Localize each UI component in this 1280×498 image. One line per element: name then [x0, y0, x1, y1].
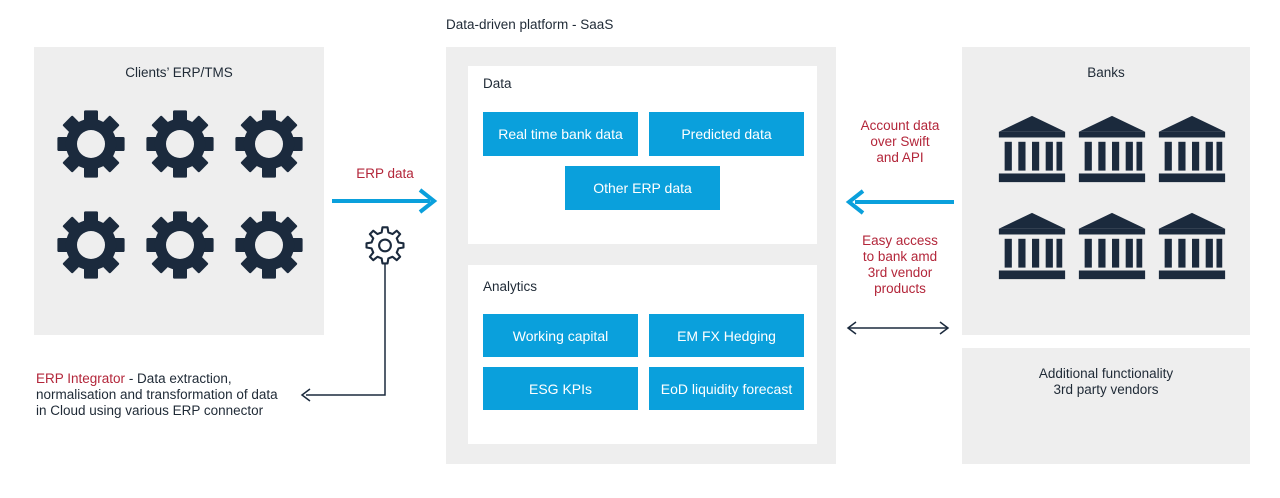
gear-icon [56, 210, 126, 280]
erp-data-arrow [332, 188, 438, 214]
integrator-connector-line [300, 264, 386, 402]
vendors-line2: 3rd party vendors [1053, 382, 1159, 397]
gear-icon [56, 109, 126, 179]
account-label-line: over Swift [870, 134, 930, 149]
analytics-section-title: Analytics [483, 279, 538, 294]
integrator-description: ERP Integrator - Data extraction, normal… [36, 371, 306, 419]
banks-panel [962, 47, 1250, 335]
integrator-highlight: ERP Integrator [36, 371, 126, 386]
vendors-text: Additional functionality 3rd party vendo… [962, 366, 1250, 398]
vendor-access-double-arrow [846, 321, 950, 335]
bank-icon [996, 110, 1068, 188]
access-label-line: 3rd vendor [867, 265, 933, 280]
eod-liquidity-forecast-box: EoD liquidity forecast [649, 367, 804, 410]
access-label-line: to bank amd [862, 249, 938, 264]
account-label-line: Account data [860, 118, 940, 133]
bank-icon [1156, 207, 1228, 285]
account-data-label: Account data over Swift and API [850, 118, 950, 166]
banks-title: Banks [1087, 65, 1125, 80]
gear-icon [145, 210, 215, 280]
gear-icon [234, 109, 304, 179]
bank-icon [1076, 207, 1148, 285]
real-time-bank-data-box: Real time bank data [483, 112, 638, 156]
integrator-line2: normalisation and transformation of data [36, 387, 278, 402]
predicted-data-box: Predicted data [649, 112, 804, 156]
bank-icon [1156, 110, 1228, 188]
gear-icon [234, 210, 304, 280]
integrator-gear-icon [365, 226, 405, 265]
clients-title: Clients’ ERP/TMS [125, 65, 233, 80]
account-label-line: and API [876, 150, 924, 165]
erp-data-label: ERP data [356, 166, 414, 181]
platform-title: Data-driven platform - SaaS [446, 17, 614, 32]
gear-icon [145, 109, 215, 179]
bank-icon [996, 207, 1068, 285]
vendors-panel [962, 348, 1250, 464]
vendors-line1: Additional functionality [1038, 366, 1174, 381]
em-fx-hedging-box: EM FX Hedging [649, 314, 804, 357]
easy-access-label: Easy access to bank amd 3rd vendor produ… [850, 233, 950, 297]
clients-panel [34, 47, 324, 335]
bank-icon [1076, 110, 1148, 188]
access-label-line: Easy access [862, 233, 938, 248]
integrator-line3: in Cloud using various ERP connector [36, 403, 264, 418]
account-data-arrow [845, 189, 954, 215]
access-label-line: products [874, 281, 926, 296]
other-erp-data-box: Other ERP data [565, 166, 720, 210]
data-section-title: Data [483, 76, 512, 91]
integrator-rest: - Data extraction, [125, 371, 232, 386]
working-capital-box: Working capital [483, 314, 638, 357]
esg-kpis-box: ESG KPIs [483, 367, 638, 410]
